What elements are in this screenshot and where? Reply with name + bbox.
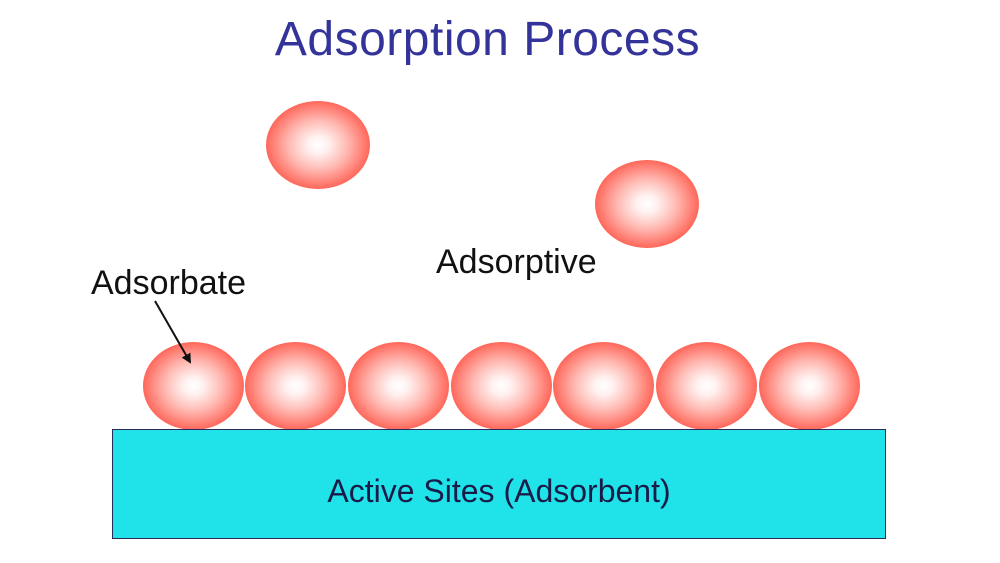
adsorbate-molecule [553,342,654,430]
adsorptive-molecule [595,160,699,248]
adsorbate-molecule [656,342,757,430]
adsorbate-label: Adsorbate [91,264,246,302]
adsorptive-molecule [266,101,370,189]
adsorbate-molecule [245,342,346,430]
adsorbate-molecule [348,342,449,430]
adsorbate-molecule [759,342,860,430]
diagram-title: Adsorption Process [274,13,701,66]
adsorptive-label: Adsorptive [436,243,597,281]
adsorbent-surface: Active Sites (Adsorbent) [112,429,886,539]
adsorbate-molecule [451,342,552,430]
adsorbent-label: Active Sites (Adsorbent) [327,473,671,509]
adsorbate-molecule [143,342,244,430]
